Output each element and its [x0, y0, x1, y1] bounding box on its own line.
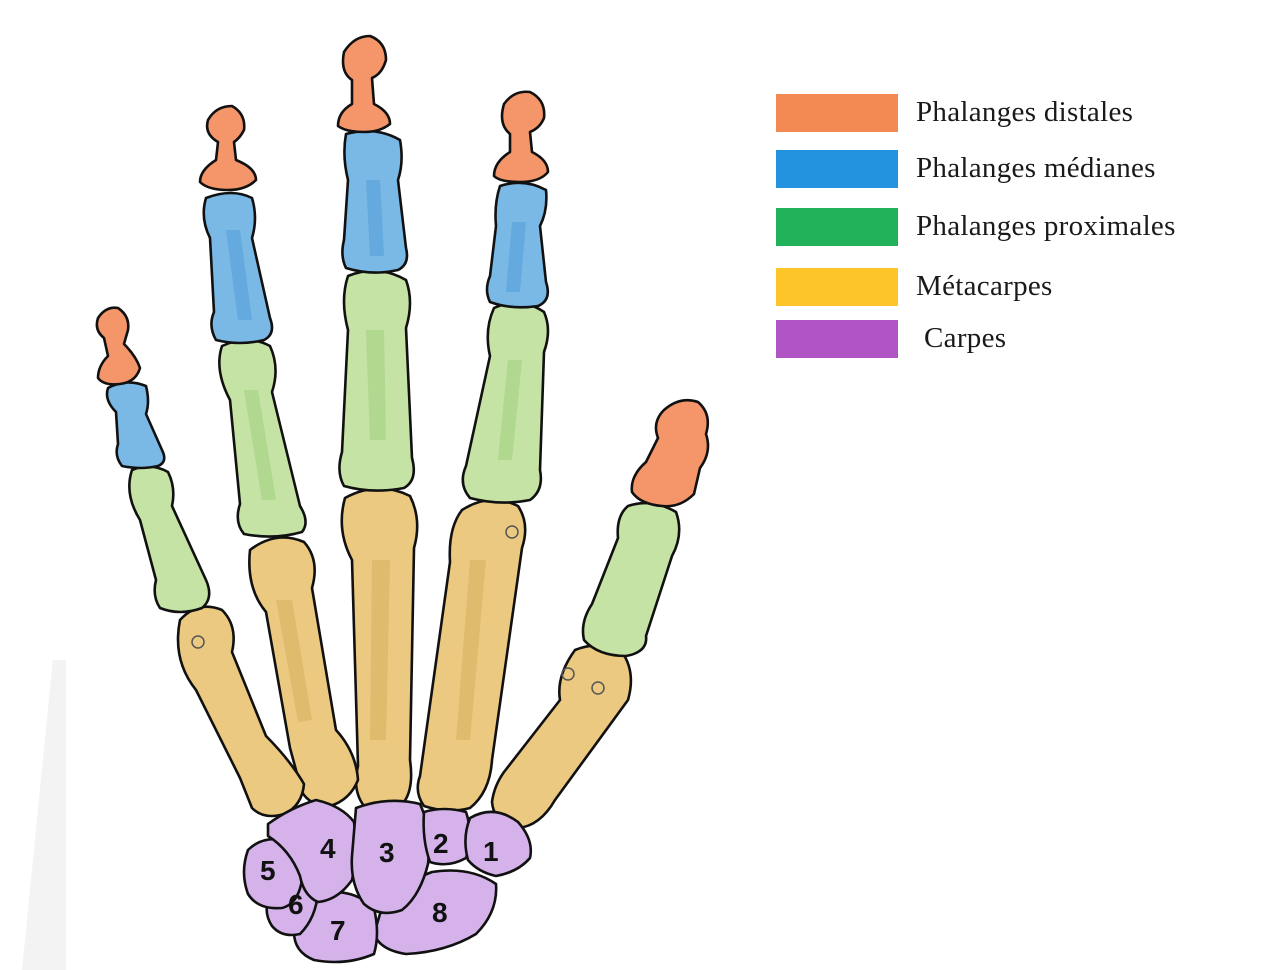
proximal-phalanx-ring — [218, 338, 307, 538]
metacarpal-shade-ring — [276, 600, 312, 722]
median-shade-ring — [226, 230, 252, 320]
metacarpals-group — [176, 487, 633, 830]
carpal-label-8: 8 — [432, 897, 448, 928]
legend-label-carpal: Carpes — [924, 322, 1007, 354]
metacarpal-shade-middle — [370, 560, 390, 740]
carpal-1 — [464, 810, 533, 878]
proximal-shade-middle — [366, 330, 386, 440]
median-phalanx-little — [105, 381, 166, 470]
legend-label-distal: Phalanges distales — [916, 96, 1134, 128]
metacarpal-ring — [248, 536, 360, 808]
carpal-label-1: 1 — [483, 836, 499, 867]
carpal-label-5: 5 — [260, 855, 276, 886]
proximal-phalanx-little — [128, 465, 211, 614]
distal-phalanx-ring — [198, 104, 258, 192]
legend-swatch-carpal — [776, 320, 898, 358]
metacarpal-index — [416, 498, 527, 812]
legend-label-median: Phalanges médianes — [916, 152, 1156, 184]
distal-phalanges-group — [95, 34, 710, 508]
metacarpal-little — [176, 605, 306, 818]
legend-item-median: Phalanges médianes — [776, 148, 1256, 188]
legend-item-carpal: Carpes — [776, 318, 1256, 358]
legend-swatch-median — [776, 150, 898, 188]
carpal-label-7: 7 — [330, 915, 346, 946]
median-shade-index — [506, 222, 526, 292]
metacarpal-shade-index — [456, 560, 486, 740]
carpal-2 — [422, 807, 472, 866]
carpal-label-6: 6 — [288, 889, 304, 920]
distal-phalanx-thumb — [630, 398, 710, 508]
proximal-shade-ring — [244, 390, 276, 500]
legend-label-metacarpal: Métacarpes — [916, 270, 1053, 302]
legend-item-distal: Phalanges distales — [776, 92, 1256, 132]
distal-phalanx-index — [492, 90, 550, 184]
metacarpal-node-little — [191, 635, 205, 649]
median-shade-middle — [366, 180, 384, 256]
legend-label-proximal: Phalanges proximales — [916, 210, 1176, 242]
metacarpal-node-thumb — [591, 681, 605, 695]
proximal-phalanx-thumb — [581, 501, 681, 658]
carpals-group: 1 2 3 4 5 6 7 8 — [242, 798, 533, 964]
metacarpal-node-thumb-2 — [561, 667, 575, 681]
median-phalanges-group — [105, 129, 550, 470]
distal-phalanx-little — [95, 306, 142, 386]
carpal-label-3: 3 — [379, 837, 395, 868]
distal-phalanx-middle — [336, 34, 392, 134]
proximal-phalanx-index — [461, 301, 550, 504]
median-phalanx-ring — [202, 191, 274, 345]
legend-swatch-proximal — [776, 208, 898, 246]
legend-swatch-metacarpal — [776, 268, 898, 306]
legend-swatch-distal — [776, 94, 898, 132]
carpal-label-4: 4 — [320, 833, 336, 864]
median-phalanx-middle — [341, 129, 409, 274]
carpal-label-2: 2 — [433, 828, 449, 859]
proximal-phalanges-group — [128, 269, 681, 658]
carpal-4 — [266, 798, 357, 904]
metacarpal-node-index — [505, 525, 519, 539]
proximal-shade-index — [498, 360, 522, 460]
proximal-phalanx-middle — [338, 269, 416, 492]
carpal-3 — [350, 799, 431, 915]
median-phalanx-index — [485, 181, 550, 309]
legend-item-metacarpal: Métacarpes — [776, 266, 1256, 306]
legend-item-proximal: Phalanges proximales — [776, 206, 1256, 246]
